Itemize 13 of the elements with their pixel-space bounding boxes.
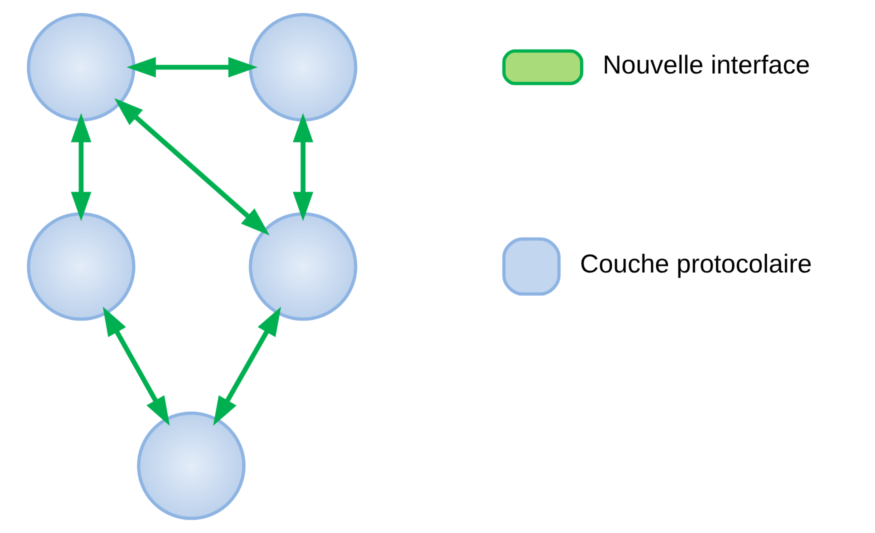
legend-label: Couche protocolaire — [580, 250, 812, 279]
legend-label: Nouvelle interface — [602, 51, 810, 80]
node-circle — [26, 212, 136, 321]
arrow — [70, 113, 92, 222]
node-circle — [137, 411, 246, 520]
arrow — [292, 113, 314, 222]
node-circle — [26, 12, 136, 122]
node-circle — [248, 12, 358, 122]
arrow — [213, 306, 282, 426]
arrow — [114, 98, 270, 236]
arrow — [126, 57, 258, 78]
node-circle — [248, 212, 358, 321]
arrow — [102, 306, 170, 426]
